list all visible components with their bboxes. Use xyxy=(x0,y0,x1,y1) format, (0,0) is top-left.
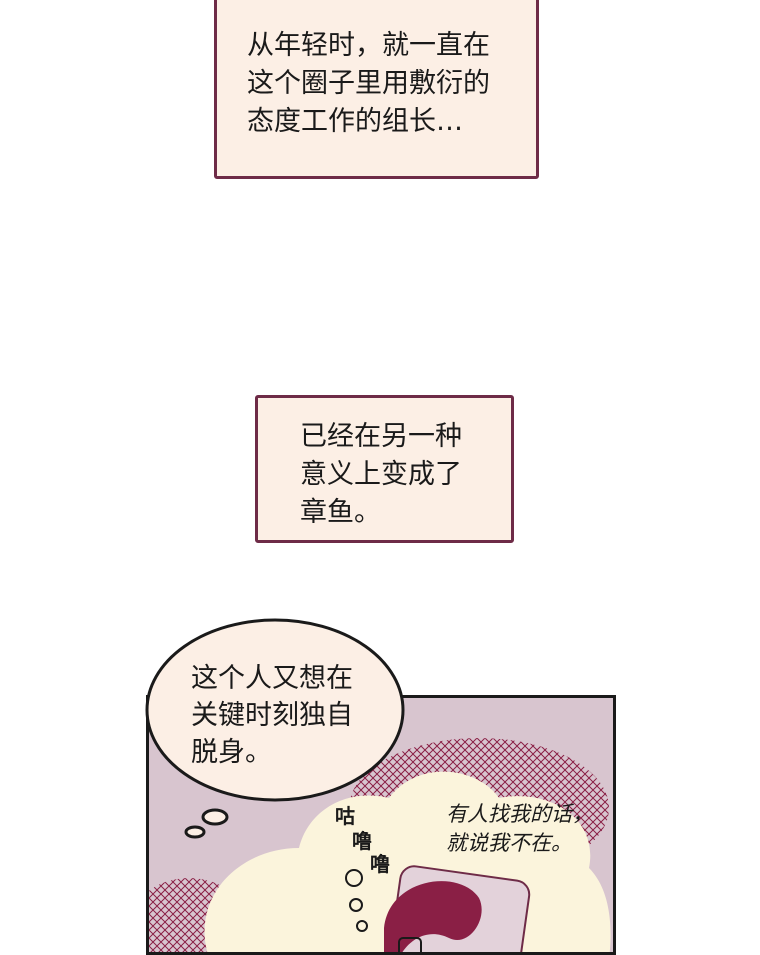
snore-bubble xyxy=(349,898,363,912)
snore-bubble xyxy=(356,920,368,932)
glasses xyxy=(398,937,422,952)
character-hair xyxy=(384,881,482,952)
narration-text-1: 从年轻时，就一直在 这个圈子里用敷衍的 态度工作的组长… xyxy=(247,30,490,137)
sound-effect-lu-1: 噜 xyxy=(352,829,372,853)
thought-dot xyxy=(184,825,206,839)
narration-box-2: 已经在另一种 意义上变成了 章鱼。 xyxy=(255,395,514,543)
thought-bubble-text: 这个人又想在 关键时刻独自 脱身。 xyxy=(191,663,353,768)
narration-box-1: 从年轻时，就一直在 这个圈子里用敷衍的 态度工作的组长… xyxy=(214,0,539,179)
sound-effect-lu-2: 噜 xyxy=(370,852,390,876)
thought-bubble xyxy=(145,618,405,839)
sound-effect-gu: 咕 xyxy=(335,804,355,828)
narration-text-2: 已经在另一种 意义上变成了 章鱼。 xyxy=(300,421,462,528)
snore-bubble xyxy=(345,869,363,887)
thought-dot xyxy=(201,808,229,826)
character-speech: 有人找我的话， 就说我不在。 xyxy=(446,802,593,855)
panel-art xyxy=(149,738,611,952)
